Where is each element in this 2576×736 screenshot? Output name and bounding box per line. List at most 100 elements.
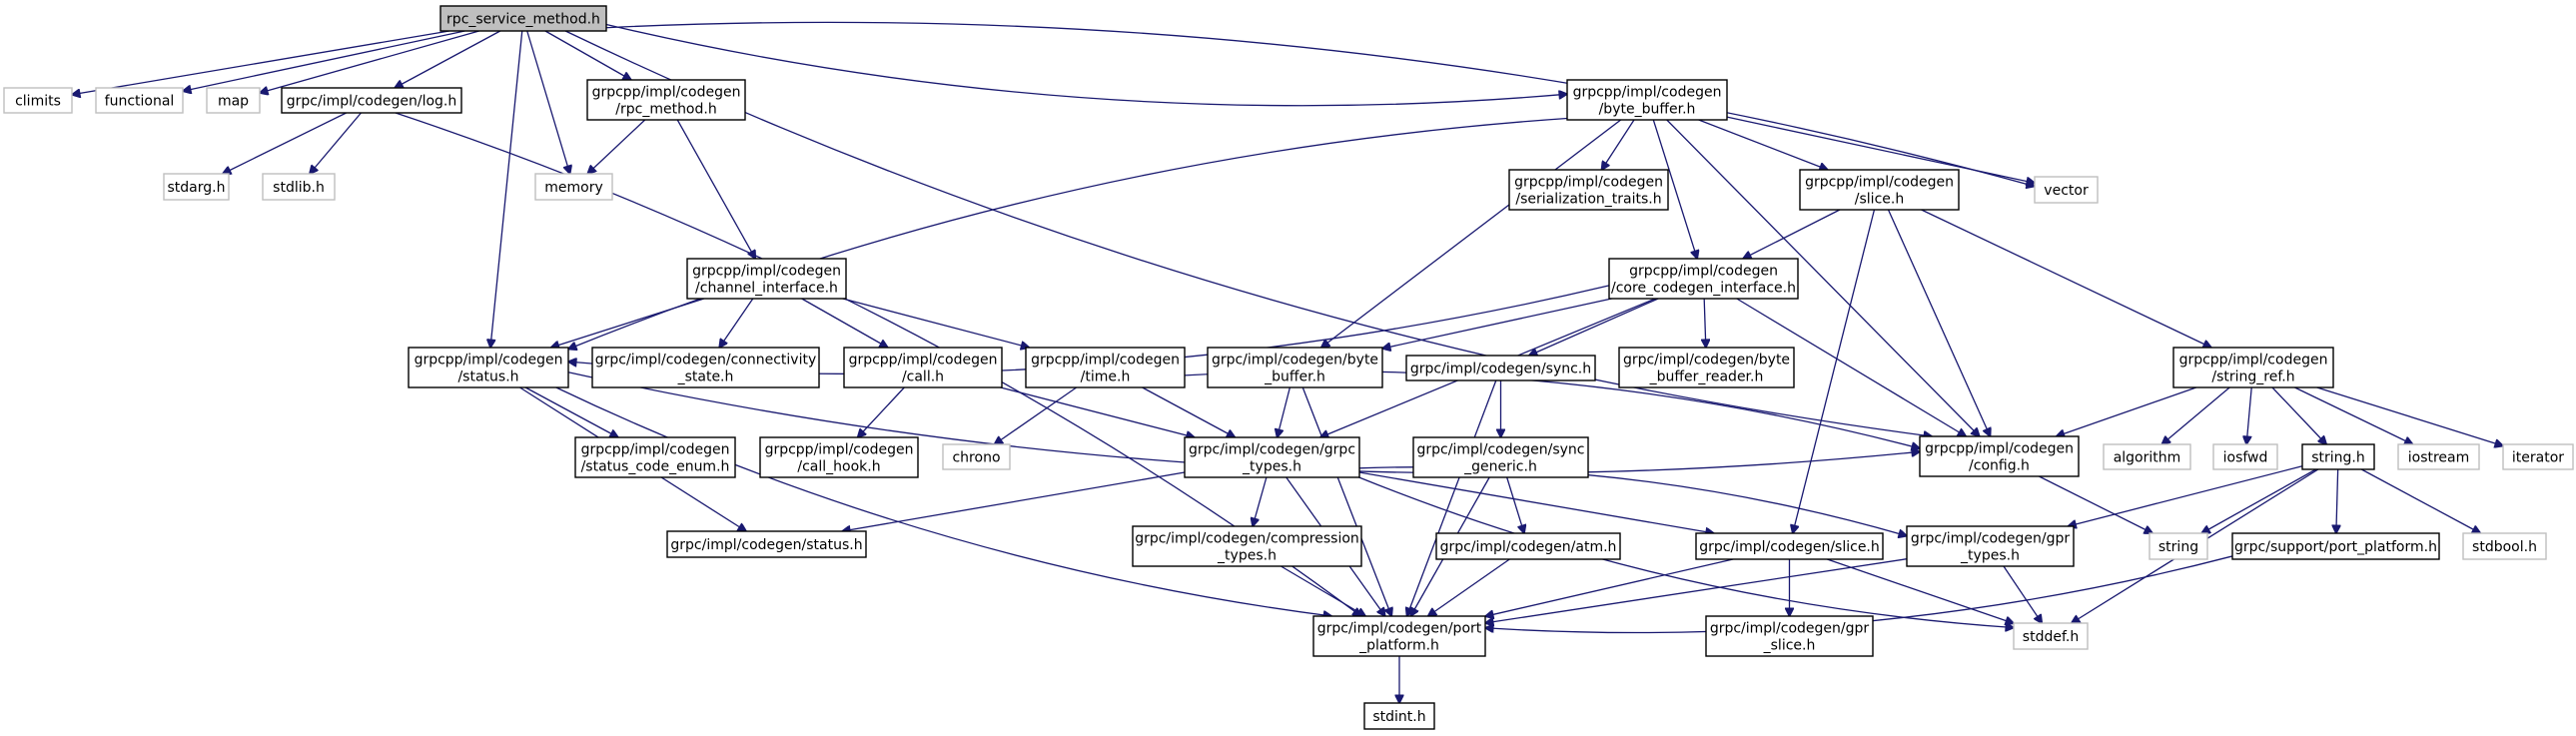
node-label: /core_codegen_interface.h: [1611, 281, 1796, 297]
node-box[interactable]: [759, 436, 919, 478]
node-compression_types[interactable]: grpc/impl/codegen/compression_types.h: [1132, 525, 1362, 567]
node-box[interactable]: [2301, 443, 2375, 470]
node-gpr_types[interactable]: grpc/impl/codegen/gpr_types.h: [1906, 525, 2075, 567]
node-config[interactable]: grpcpp/impl/codegen/config.h: [1919, 435, 2080, 477]
node-box[interactable]: [586, 79, 746, 121]
node-stddef[interactable]: stddef.h: [2013, 622, 2089, 650]
node-box[interactable]: [1132, 525, 1362, 567]
node-box[interactable]: [1025, 347, 1186, 388]
node-iosfwd[interactable]: iosfwd: [2212, 443, 2278, 470]
node-string_ref[interactable]: grpcpp/impl/codegen/string_ref.h: [2172, 347, 2334, 388]
node-log[interactable]: grpc/impl/codegen/log.h: [281, 87, 462, 114]
node-rpc_method[interactable]: grpcpp/impl/codegen/rpc_method.h: [586, 79, 746, 121]
node-box[interactable]: [1363, 702, 1435, 730]
node-label: iostream: [2408, 450, 2470, 466]
edge-time-to-grpc_types: [1142, 386, 1236, 437]
node-stdint[interactable]: stdint.h: [1363, 702, 1435, 730]
node-box[interactable]: [1799, 169, 1960, 211]
node-status_pp[interactable]: grpcpp/impl/codegen/status.h: [408, 347, 569, 388]
node-map[interactable]: map: [206, 87, 261, 114]
node-label: grpcpp/impl/codegen: [765, 442, 914, 458]
node-box[interactable]: [1207, 347, 1383, 388]
node-box[interactable]: [1566, 79, 1728, 121]
node-vector[interactable]: vector: [2034, 176, 2099, 204]
node-core_codegen_interface[interactable]: grpcpp/impl/codegen/core_codegen_interfa…: [1608, 258, 1799, 300]
edge-core_codegen_interface-to-sync: [1529, 298, 1659, 356]
node-byte_buffer_reader[interactable]: grpc/impl/codegen/byte_buffer_reader.h: [1618, 347, 1795, 388]
node-box[interactable]: [2212, 443, 2278, 470]
node-box[interactable]: [2148, 532, 2208, 560]
node-box[interactable]: [2231, 532, 2440, 560]
node-box[interactable]: [2172, 347, 2334, 388]
node-box[interactable]: [206, 87, 261, 114]
node-box[interactable]: [2462, 532, 2547, 560]
node-functional[interactable]: functional: [95, 87, 184, 114]
node-box[interactable]: [574, 436, 736, 478]
node-box[interactable]: [1435, 532, 1621, 560]
node-box[interactable]: [686, 258, 847, 300]
node-label: grpc/impl/codegen/connectivity: [595, 353, 816, 368]
node-root[interactable]: rpc_service_method.h: [439, 5, 607, 32]
node-box[interactable]: [843, 347, 1003, 388]
node-box[interactable]: [163, 173, 230, 201]
node-channel_interface[interactable]: grpcpp/impl/codegen/channel_interface.h: [686, 258, 847, 300]
node-chrono[interactable]: chrono: [942, 443, 1011, 470]
node-box[interactable]: [1919, 435, 2080, 477]
node-climits[interactable]: climits: [3, 87, 73, 114]
node-box[interactable]: [3, 87, 73, 114]
node-box[interactable]: [1508, 169, 1669, 211]
node-box[interactable]: [1608, 258, 1799, 300]
node-box[interactable]: [1906, 525, 2075, 567]
node-stdbool[interactable]: stdbool.h: [2462, 532, 2547, 560]
node-string[interactable]: string: [2148, 532, 2208, 560]
node-grpc_types[interactable]: grpc/impl/codegen/grpc_types.h: [1184, 436, 1360, 478]
node-box[interactable]: [1405, 355, 1596, 381]
node-gpr_slice[interactable]: grpc/impl/codegen/gpr_slice.h: [1705, 615, 1874, 657]
node-stdarg[interactable]: stdarg.h: [163, 173, 230, 201]
node-slice_pp[interactable]: grpcpp/impl/codegen/slice.h: [1799, 169, 1960, 211]
node-box[interactable]: [2013, 622, 2089, 650]
node-box[interactable]: [666, 530, 867, 558]
node-status_c[interactable]: grpc/impl/codegen/status.h: [666, 530, 867, 558]
node-box[interactable]: [2397, 443, 2480, 470]
node-box[interactable]: [1312, 615, 1486, 657]
node-status_code_enum[interactable]: grpcpp/impl/codegen/status_code_enum.h: [574, 436, 736, 478]
node-call_hook[interactable]: grpcpp/impl/codegen/call_hook.h: [759, 436, 919, 478]
node-time[interactable]: grpcpp/impl/codegen/time.h: [1025, 347, 1186, 388]
node-string_h[interactable]: string.h: [2301, 443, 2375, 470]
node-box[interactable]: [2502, 443, 2574, 470]
node-label: iterator: [2512, 450, 2564, 466]
node-box[interactable]: [281, 87, 462, 114]
node-call[interactable]: grpcpp/impl/codegen/call.h: [843, 347, 1003, 388]
node-byte_buffer_c[interactable]: grpc/impl/codegen/byte_buffer.h: [1207, 347, 1383, 388]
node-slice_c[interactable]: grpc/impl/codegen/slice.h: [1695, 532, 1884, 560]
node-box[interactable]: [1695, 532, 1884, 560]
node-atm[interactable]: grpc/impl/codegen/atm.h: [1435, 532, 1621, 560]
node-box[interactable]: [439, 5, 607, 32]
node-box[interactable]: [1184, 436, 1360, 478]
node-box[interactable]: [408, 347, 569, 388]
node-box[interactable]: [1705, 615, 1874, 657]
node-box[interactable]: [534, 173, 613, 201]
node-box[interactable]: [2103, 443, 2191, 470]
node-box[interactable]: [262, 173, 336, 201]
node-sync[interactable]: grpc/impl/codegen/sync.h: [1405, 355, 1596, 381]
node-box[interactable]: [942, 443, 1011, 470]
node-connectivity_state[interactable]: grpc/impl/codegen/connectivity_state.h: [591, 347, 820, 388]
node-stdlib[interactable]: stdlib.h: [262, 173, 336, 201]
node-iterator[interactable]: iterator: [2502, 443, 2574, 470]
node-port_platform[interactable]: grpc/impl/codegen/port_platform.h: [1312, 615, 1486, 657]
edge-slice_pp-to-string_ref: [1921, 209, 2211, 348]
node-box[interactable]: [2034, 176, 2099, 204]
node-sync_generic[interactable]: grpc/impl/codegen/sync_generic.h: [1412, 436, 1589, 478]
node-algorithm[interactable]: algorithm: [2103, 443, 2191, 470]
node-memory[interactable]: memory: [534, 173, 613, 201]
node-box[interactable]: [1412, 436, 1589, 478]
node-iostream[interactable]: iostream: [2397, 443, 2480, 470]
node-box[interactable]: [591, 347, 820, 388]
node-byte_buffer_pp[interactable]: grpcpp/impl/codegen/byte_buffer.h: [1566, 79, 1728, 121]
node-serialization_traits[interactable]: grpcpp/impl/codegen/serialization_traits…: [1508, 169, 1669, 211]
node-box[interactable]: [95, 87, 184, 114]
node-support_port_platform[interactable]: grpc/support/port_platform.h: [2231, 532, 2440, 560]
node-box[interactable]: [1618, 347, 1795, 388]
